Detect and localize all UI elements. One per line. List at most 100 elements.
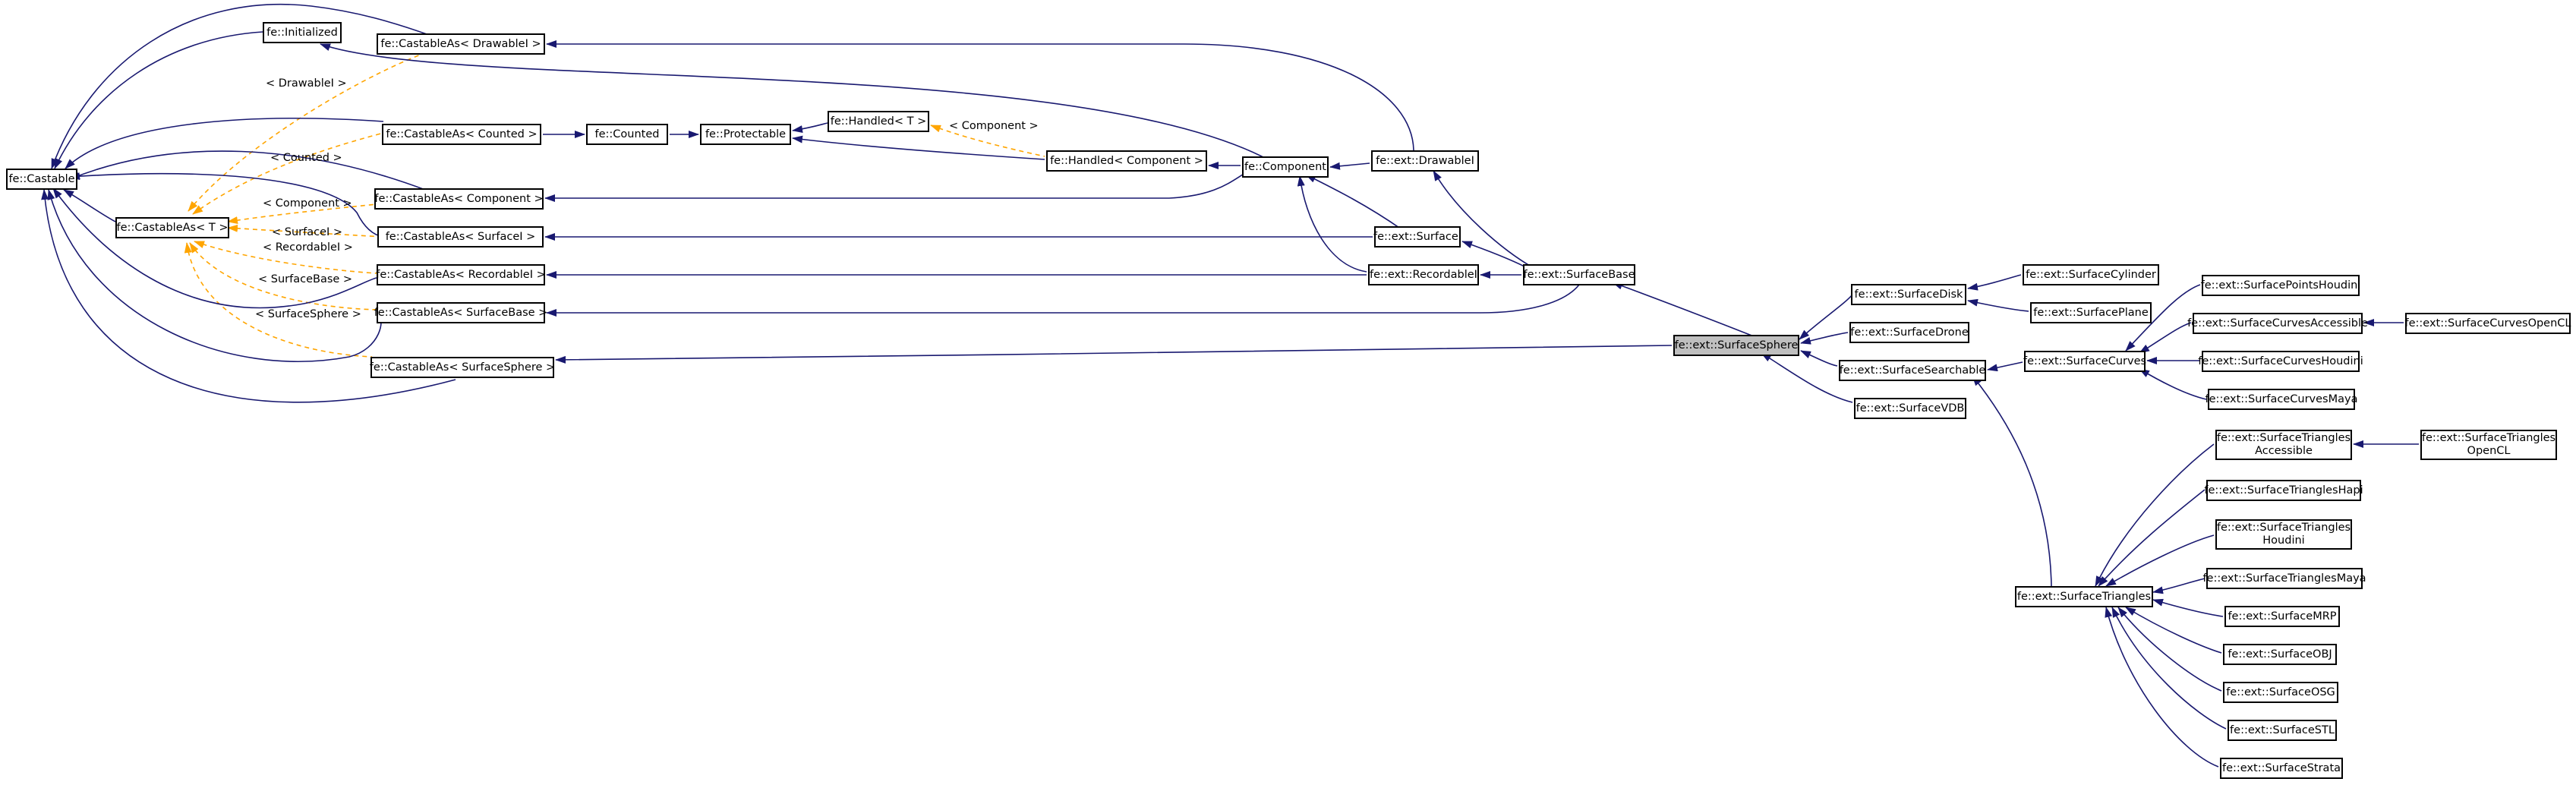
- class-node-initialized[interactable]: fe::Initialized: [263, 22, 342, 43]
- class-node-trimaya[interactable]: fe::ext::SurfaceTrianglesMaya: [2202, 568, 2366, 589]
- class-name: fe::ext::SurfaceStrata: [2221, 761, 2341, 774]
- class-node-surfacevdb[interactable]: fe::ext::SurfaceVDB: [1854, 398, 1966, 419]
- edge-surfacesphere-surfacedrone: [1800, 332, 1849, 345]
- class-name: fe::ext::SurfaceVDB: [1856, 402, 1965, 415]
- class-name: fe::ext::SurfaceDrone: [1850, 326, 1969, 339]
- class-node-surfaceplane[interactable]: fe::ext::SurfacePlane: [2030, 302, 2152, 323]
- class-name: fe::CastableAs< T >: [116, 221, 229, 234]
- class-node-castable[interactable]: fe::Castable: [6, 169, 77, 190]
- class-node-drawable[interactable]: fe::ext::DrawableI: [1371, 150, 1479, 172]
- class-node-curvesmaya[interactable]: fe::ext::SurfaceCurvesMaya: [2206, 389, 2357, 410]
- edge-label-handled-component: < Component >: [949, 120, 1039, 132]
- class-name: fe::Handled< Component >: [1050, 154, 1203, 167]
- class-node-ca-counted[interactable]: fe::CastableAs< Counted >: [382, 124, 541, 145]
- class-node-recordable[interactable]: fe::ext::RecordableI: [1368, 264, 1479, 285]
- class-node-surfacesphere[interactable]: fe::ext::SurfaceSphere: [1673, 335, 1799, 356]
- class-name: fe::ext::SurfaceSTL: [2230, 724, 2335, 736]
- class-node-surfacemrp[interactable]: fe::ext::SurfaceMRP: [2224, 606, 2340, 627]
- class-name: fe::ext::SurfaceCurvesAccessible: [2187, 317, 2368, 329]
- class-node-ca-recordable[interactable]: fe::CastableAs< RecordableI >: [376, 264, 546, 285]
- class-name: fe::ext::SurfaceSphere: [1674, 339, 1799, 352]
- edge-surfacesphere-surfacedisk: [1799, 294, 1853, 340]
- edge-castable-ca-surfacesphere: [41, 189, 456, 403]
- edge-label-component: < Component >: [263, 197, 352, 210]
- class-node-ca-surfacesphere[interactable]: fe::CastableAs< SurfaceSphere >: [370, 357, 555, 378]
- edge-searchable-curves: [1987, 361, 2023, 372]
- edge-label-drawable: < DrawableI >: [266, 77, 347, 90]
- class-node-component[interactable]: fe::Component: [1242, 156, 1329, 178]
- class-node-ca-component[interactable]: fe::CastableAs< Component >: [374, 188, 544, 210]
- class-node-surfacedrone[interactable]: fe::ext::SurfaceDrone: [1849, 322, 1969, 343]
- class-node-curvesopencl[interactable]: fe::ext::SurfaceCurvesOpenCL: [2405, 313, 2571, 334]
- edge-surfacesphere-surfacevdb: [1761, 352, 1853, 403]
- edge-tri-strata: [2105, 607, 2219, 768]
- edge-template-component: [227, 203, 384, 225]
- class-node-pointshoudini[interactable]: fe::ext::SurfacePointsHoudini: [2201, 275, 2360, 296]
- class-node-surfacestrata[interactable]: fe::ext::SurfaceStrata: [2220, 758, 2343, 779]
- edge-castable-initialized: [54, 31, 263, 169]
- edge-label-recordable: < RecordableI >: [263, 241, 353, 254]
- edge-component-recordable: [1297, 175, 1367, 273]
- class-node-surfacebase[interactable]: fe::ext::SurfaceBase: [1523, 264, 1635, 285]
- class-name: fe::ext::SurfaceOSG: [2226, 686, 2335, 698]
- class-node-surfaceosg[interactable]: fe::ext::SurfaceOSG: [2223, 682, 2338, 703]
- class-node-handled-t[interactable]: fe::Handled< T >: [828, 111, 929, 132]
- class-name-line-2: Accessible: [2255, 445, 2313, 457]
- class-node-ca-surface[interactable]: fe::CastableAs< SurfaceI >: [377, 226, 544, 247]
- edge-handled-t-protectable: [792, 122, 828, 133]
- class-node-counted[interactable]: fe::Counted: [586, 124, 668, 145]
- class-node-surfacecurves[interactable]: fe::ext::SurfaceCurves: [2023, 351, 2147, 372]
- edge-ca-component-component: [544, 172, 1246, 202]
- edge-curves-curvesaccessible: [2139, 322, 2192, 354]
- edge-label-surfacesphere: < SurfaceSphere >: [255, 308, 361, 320]
- class-name: fe::Component: [1244, 160, 1326, 173]
- edge-template-surfacebase: [189, 242, 377, 311]
- class-name: fe::ext::SurfaceI: [1373, 230, 1462, 243]
- edge-ca-drawable-drawable: [546, 40, 1414, 151]
- class-node-curveshoudini[interactable]: fe::ext::SurfaceCurvesHoudini: [2198, 351, 2363, 372]
- edge-tri-stl: [2111, 607, 2227, 730]
- edge-template-drawable: [188, 51, 430, 212]
- class-node-surfacecylinder[interactable]: fe::ext::SurfaceCylinder: [2023, 264, 2159, 285]
- class-name: fe::Castable: [8, 172, 75, 185]
- edge-drawable-component: [1329, 162, 1370, 170]
- edge-castable-ca-component: [69, 150, 426, 191]
- class-name: fe::ext::SurfaceTrianglesHapi: [2204, 484, 2363, 497]
- class-name: fe::CastableAs< Component >: [374, 192, 544, 205]
- class-node-protectable[interactable]: fe::Protectable: [700, 124, 791, 145]
- edge-tri-trimaya: [2152, 578, 2206, 594]
- class-node-trihapi[interactable]: fe::ext::SurfaceTrianglesHapi: [2204, 480, 2363, 501]
- class-node-curvesaccessible[interactable]: fe::ext::SurfaceCurvesAccessible: [2187, 313, 2368, 334]
- class-node-surfacedisk[interactable]: fe::ext::SurfaceDisk: [1851, 284, 1966, 305]
- class-name: fe::ext::SurfaceCylinder: [2026, 268, 2156, 281]
- class-node-surfacesearchable[interactable]: fe::ext::SurfaceSearchable: [1839, 360, 1986, 381]
- edge-tri-trihoudini: [2105, 534, 2215, 587]
- class-name: fe::ext::SurfaceCurvesOpenCL: [2404, 317, 2571, 329]
- class-node-surfacei[interactable]: fe::ext::SurfaceI: [1373, 226, 1462, 247]
- class-node-surfacetriangles[interactable]: fe::ext::SurfaceTriangles: [2015, 586, 2153, 607]
- class-node-surfaceobj[interactable]: fe::ext::SurfaceOBJ: [2223, 644, 2337, 665]
- edge-ca-surfacebase-surfacebase: [546, 284, 1580, 317]
- class-node-ca-drawable[interactable]: fe::CastableAs< DrawableI >: [377, 33, 545, 55]
- class-name: fe::CastableAs< RecordableI >: [376, 268, 546, 281]
- edge-label-surfacebase: < SurfaceBase >: [258, 273, 353, 285]
- class-node-surfacestl[interactable]: fe::ext::SurfaceSTL: [2228, 720, 2337, 741]
- edge-template-counted: [192, 132, 384, 215]
- class-name: fe::CastableAs< SurfaceBase >: [374, 306, 548, 319]
- edge-initialized-component: [320, 43, 1269, 160]
- class-name: fe::ext::SurfacePlane: [2033, 306, 2149, 319]
- edge-template-surface: [227, 224, 384, 238]
- edge-label-counted: < Counted >: [270, 152, 342, 164]
- edge-surfacebase-surfacesphere: [1612, 282, 1762, 340]
- class-name: fe::ext::SurfaceCurves: [2023, 355, 2147, 367]
- class-node-handled-component[interactable]: fe::Handled< Component >: [1046, 150, 1207, 172]
- edge-drawable-surfacebase: [1433, 170, 1534, 269]
- class-name: fe::ext::SurfaceTriangles: [2216, 432, 2351, 444]
- class-node-castableas-t[interactable]: fe::CastableAs< T >: [115, 217, 229, 238]
- class-node-ca-surfacebase[interactable]: fe::CastableAs< SurfaceBase >: [374, 302, 548, 323]
- class-name: fe::ext::RecordableI: [1370, 268, 1477, 281]
